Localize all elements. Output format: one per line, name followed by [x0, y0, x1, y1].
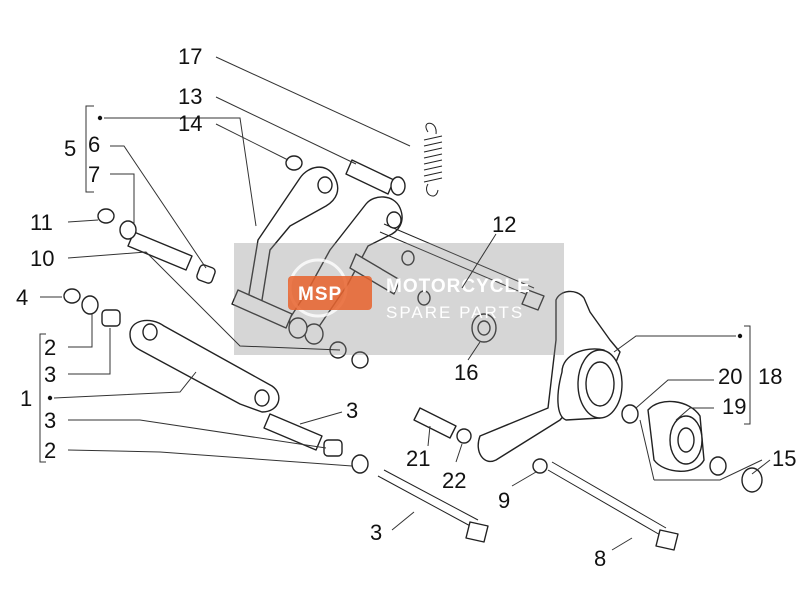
- callout-19: 17: [178, 44, 202, 69]
- callout-3-lower: 3: [44, 408, 56, 433]
- callout-9: 7: [88, 162, 100, 187]
- callout-4: 3: [370, 520, 382, 545]
- watermark-line2: SPARE PARTS: [386, 303, 524, 322]
- part-roller-21: [647, 400, 705, 472]
- part-bolt-14: [379, 223, 545, 311]
- part-bolt-23: [413, 407, 457, 439]
- callout-6: 4: [16, 285, 28, 310]
- leader-lines: [39, 56, 771, 551]
- part-circlip-17: [741, 467, 763, 493]
- part-bushing-22: [621, 404, 639, 424]
- part-pin-12: [127, 231, 193, 271]
- part-pin-5: [263, 413, 323, 451]
- part-bolt-4: [377, 469, 489, 543]
- callout-17: 15: [772, 446, 796, 471]
- callout-labels: 17 13 14 5 6 7 11 10 4 2 3 1 3 2 3 3 12 …: [16, 44, 796, 571]
- part-bolt-10: [547, 461, 679, 551]
- callout-18: 16: [454, 360, 478, 385]
- part-bushing-9: [119, 220, 137, 240]
- callout-8: 6: [88, 132, 100, 157]
- watermark-badge-text: MSP: [298, 284, 342, 305]
- callout-22: 20: [718, 364, 742, 389]
- part-cross-tube-upper: [349, 253, 401, 295]
- callout-23: 21: [406, 446, 430, 471]
- callout-13: 11: [30, 210, 53, 235]
- watermark-badge: [288, 276, 372, 310]
- callout-7: 5: [64, 136, 76, 161]
- callout-20: 18: [758, 364, 782, 389]
- callout-12: 10: [30, 246, 54, 271]
- part-washer-11: [532, 458, 548, 474]
- part-washer-24: [456, 428, 472, 444]
- part-spring: [423, 122, 443, 197]
- callout-21: 19: [722, 394, 746, 419]
- watermark-panel: [234, 243, 564, 355]
- part-washer-2-upper: [81, 295, 99, 315]
- part-bushing-3-upper: [101, 309, 121, 327]
- callout-15: 13: [178, 84, 202, 109]
- callout-10: 8: [594, 546, 606, 571]
- part-washer-2-lower: [351, 454, 369, 474]
- callout-3-upper: 3: [44, 362, 56, 387]
- part-nut-13: [97, 208, 115, 224]
- part-link-hole: [317, 176, 333, 194]
- watermark: MSP MOTORCYCLE SPARE PARTS: [234, 243, 564, 355]
- part-bushing-8: [196, 264, 216, 284]
- part-nut-6: [63, 288, 81, 304]
- part-nut-16: [285, 155, 303, 171]
- part-cylinder-20: [557, 348, 623, 421]
- part-spacer-tube: [345, 159, 406, 196]
- callout-16: 14: [178, 111, 202, 136]
- callout-11: 9: [498, 488, 510, 513]
- callout-5: 3: [346, 398, 358, 423]
- part-main-arm: [129, 319, 280, 413]
- callout-2-upper: 2: [44, 335, 56, 360]
- part-bushing-3-lower: [323, 439, 343, 457]
- part-cross-tube-lower: [231, 289, 293, 329]
- parts-drawing: [63, 122, 763, 551]
- part-bearing-18: [471, 313, 497, 343]
- part-bracket: [477, 290, 621, 463]
- callout-2-lower: 2: [44, 438, 56, 463]
- callout-14: 12: [492, 212, 516, 237]
- watermark-line1: MOTORCYCLE: [386, 276, 531, 297]
- callout-1: 1: [20, 386, 32, 411]
- callout-24: 22: [442, 468, 466, 493]
